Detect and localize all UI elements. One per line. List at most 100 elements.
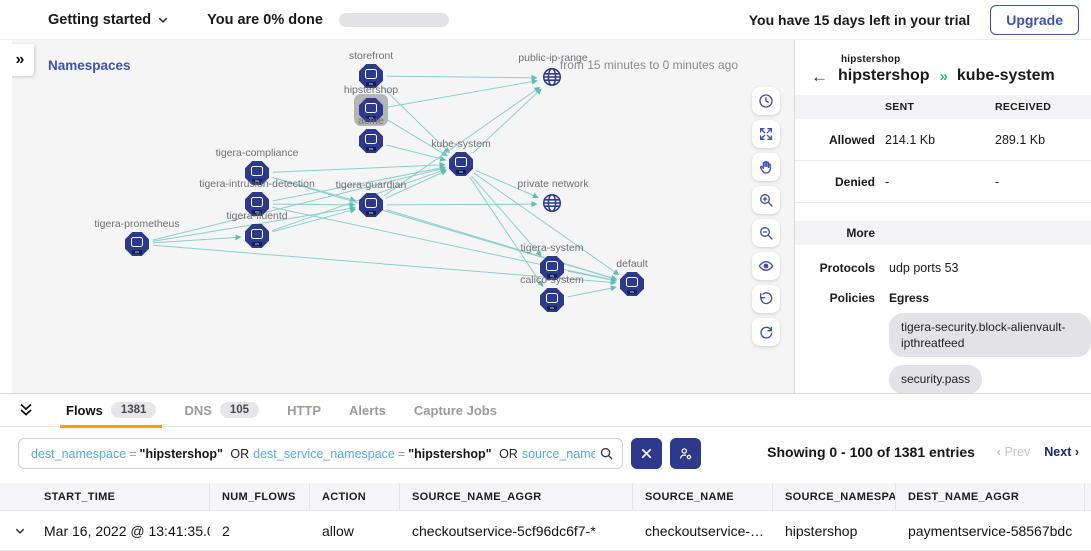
graph-edge-tigera-guardian-to-public-ip-range <box>383 86 541 197</box>
panel-dest-name: kube-system <box>956 67 1055 84</box>
graph-edge-tigera-compliance-to-kube-system <box>272 161 446 173</box>
back-arrow-button[interactable]: ← <box>811 66 828 86</box>
flow-direction-icon: » <box>939 67 948 85</box>
chevron-down-icon <box>157 14 169 26</box>
flow-cell: hipstershop <box>785 522 858 539</box>
namespace-icon: ns <box>245 224 269 248</box>
graph-node-label-storefront: storefront <box>348 50 394 62</box>
graph-edge-kube-system-to-public-ip-range <box>472 88 542 154</box>
graph-edge-kube-system-to-calico-system <box>469 177 544 288</box>
namespace-icon: ns <box>540 288 564 312</box>
graph-node-storefront[interactable]: ns <box>359 64 383 88</box>
refresh-icon[interactable] <box>752 318 780 346</box>
header-expander-spacer <box>0 483 32 510</box>
column-header-start_time: START_TIME <box>32 483 210 510</box>
graph-node-acme[interactable]: ns <box>359 129 383 153</box>
graph-edge-storefront-to-public-ip-range <box>386 74 538 81</box>
policy-pill: security.pass <box>889 365 983 393</box>
expand-icon[interactable] <box>752 120 780 148</box>
graph-edge-kube-system-to-tigera-system <box>471 175 542 257</box>
next-page-button[interactable]: Next › <box>1044 445 1079 459</box>
graph-node-public-ip-range[interactable] <box>541 66 565 90</box>
graph-node-label-default: default <box>616 258 648 270</box>
clock-icon[interactable] <box>752 87 780 115</box>
tab-alerts[interactable]: Alerts <box>349 402 386 418</box>
sidebar-expand-button[interactable]: » <box>12 44 34 76</box>
upgrade-button[interactable]: Upgrade <box>990 4 1079 35</box>
graph-node-tigera-system[interactable]: ns <box>540 256 564 280</box>
stats-row-denied: Denied - - <box>795 161 1091 203</box>
zoom-out-icon[interactable] <box>752 219 780 247</box>
eye-icon[interactable] <box>752 252 780 280</box>
denied-received-value: - <box>995 174 1000 189</box>
tab-count-badge: 1381 <box>110 402 157 418</box>
graph-node-default[interactable]: ns <box>620 272 644 296</box>
graph-node-tigera-intrusion-detection[interactable]: ns <box>245 192 269 216</box>
graph-node-label-tigera-intrusion-detection: tigera-intrusion-detection <box>199 178 315 190</box>
flow-cell: checkoutservice-5cf96dc6f7-* <box>412 522 596 539</box>
graph-edge-hipstershop-to-public-ip-range <box>386 78 538 108</box>
flow-cell: 2 <box>222 522 230 539</box>
graph-node-label-tigera-guardian: tigera-guardian <box>335 179 407 191</box>
graph-edge-tigera-guardian-to-default <box>386 209 618 281</box>
top-bar: Getting started You are 0% done You have… <box>0 0 1091 40</box>
policy-pill-list: tigera-security.block-alienvault-ipthrea… <box>885 305 1091 393</box>
graph-node-label-calico-system: calico-system <box>520 274 584 286</box>
graph-edge-calico-system-to-default <box>567 285 617 298</box>
namespace-icon: ns <box>245 161 269 185</box>
graph-node-tigera-prometheus[interactable]: ns <box>125 232 149 256</box>
graph-edge-acme-to-kube-system <box>386 144 446 162</box>
prev-page-button[interactable]: ‹ Prev <box>996 445 1031 459</box>
graph-edge-tigera-prometheus-to-kube-system <box>152 166 446 241</box>
filter-token-keyword: OR <box>499 446 518 461</box>
service-graph: » Namespaces from 15 minutes to 0 minute… <box>0 40 795 393</box>
column-header-source_namespace: SOURCE_NAMESPACE <box>773 483 896 510</box>
flow-cell: allow <box>322 522 354 539</box>
tab-capture-jobs[interactable]: Capture Jobs <box>413 402 497 418</box>
allowed-received-value: 289.1 Kb <box>995 132 1046 147</box>
graph-edge-storefront-to-kube-system <box>382 86 450 154</box>
main-area: » Namespaces from 15 minutes to 0 minute… <box>0 40 1091 393</box>
collapse-panel-button[interactable] <box>14 398 38 422</box>
more-section-header: More <box>795 221 1091 245</box>
traffic-stats-table: SENT RECEIVED Allowed 214.1 Kb 289.1 Kb … <box>795 95 1091 203</box>
graph-edge-tigera-guardian-to-private-network <box>386 201 538 208</box>
zoom-in-icon[interactable] <box>752 186 780 214</box>
pan-hand-icon[interactable] <box>752 153 780 181</box>
filter-token-value: "hipstershop" <box>139 446 223 461</box>
policies-label: Policies <box>829 291 875 305</box>
graph-node-tigera-guardian[interactable]: ns <box>359 193 383 217</box>
results-summary: Showing 0 - 100 of 1381 entries <box>767 444 975 460</box>
getting-started-dropdown[interactable]: Getting started <box>48 12 169 28</box>
column-header-source_name_aggr: SOURCE_NAME_AGGR <box>400 483 633 510</box>
graph-node-label-hipstershop: hipstershop <box>343 84 399 96</box>
progress-text: You are 0% done <box>207 11 323 28</box>
flow-row[interactable]: Mar 16, 2022 @ 13:41:35.0002allowcheckou… <box>0 511 1091 551</box>
graph-title: Namespaces <box>48 58 131 73</box>
graph-node-hipstershop[interactable]: ns <box>359 98 383 122</box>
user-settings-button[interactable] <box>670 438 702 469</box>
graph-node-calico-system[interactable]: ns <box>540 288 564 312</box>
progress-bar <box>338 12 449 27</box>
getting-started-label: Getting started <box>48 11 152 28</box>
graph-node-tigera-compliance[interactable]: ns <box>245 161 269 185</box>
graph-node-private-network[interactable] <box>541 192 565 216</box>
namespace-icon: ns <box>359 129 383 153</box>
graph-node-tigera-fluentd[interactable]: ns <box>245 224 269 248</box>
graph-edge-tigera-prometheus-to-default <box>152 244 617 286</box>
graph-node-label-tigera-prometheus: tigera-prometheus <box>94 218 180 230</box>
stats-col-received: RECEIVED <box>995 101 1052 113</box>
undo-icon[interactable] <box>752 285 780 313</box>
clear-filter-button[interactable] <box>631 438 663 469</box>
row-expand-chevron-icon[interactable] <box>0 511 32 550</box>
namespace-icon: ns <box>359 64 383 88</box>
filter-token-op: = <box>129 446 137 461</box>
graph-node-kube-system[interactable]: ns <box>449 152 473 176</box>
tab-http[interactable]: HTTP <box>287 402 322 418</box>
